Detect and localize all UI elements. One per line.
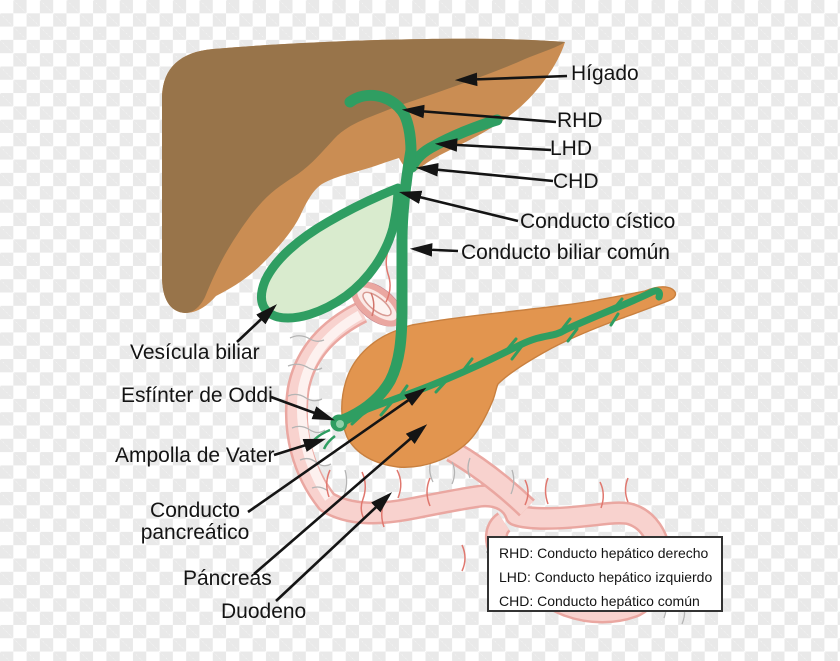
arrow-ampolla-de-vater <box>273 438 326 457</box>
label-rhd: RHD <box>557 109 603 132</box>
label-chd: CHD <box>553 170 599 193</box>
label-conducto-pancreatico: Conducto pancreático <box>140 499 250 545</box>
arrow-conducto-cistico <box>398 190 519 223</box>
label-higado: Hígado <box>571 62 639 85</box>
gallbladder-shape <box>257 183 403 323</box>
arrow-lhd <box>434 138 552 152</box>
liver-shape <box>162 38 565 314</box>
pancreas-shape <box>341 286 677 468</box>
label-esfinter-de-oddi: Esfínter de Oddi <box>121 384 273 407</box>
label-arrows <box>236 72 568 602</box>
arrow-conducto-biliar-comun <box>409 243 459 257</box>
arrow-conducto-pancreatico <box>247 387 427 514</box>
label-ampolla-de-vater: Ampolla de Vater <box>115 444 275 467</box>
arrow-duodeno <box>275 492 393 602</box>
label-duodeno: Duodeno <box>221 600 307 623</box>
label-pancreas: Páncreas <box>183 567 272 590</box>
arrow-esfinter-de-oddi <box>270 395 335 421</box>
arrow-vesicula-biliar <box>236 304 278 343</box>
legend-row-lhd: LHD: Conducto hepático izquierdo <box>499 569 713 585</box>
legend-row-rhd: RHD: Conducto hepático derecho <box>499 545 709 561</box>
arrow-rhd <box>401 104 557 124</box>
legend-row-chd: CHD: Conducto hepático común <box>499 593 700 609</box>
label-vesicula-biliar: Vesícula biliar <box>130 341 260 364</box>
arrow-chd <box>415 163 554 183</box>
label-conducto-cistico: Conducto cístico <box>520 210 676 233</box>
label-conducto-biliar-comun: Conducto biliar común <box>461 241 670 264</box>
arrow-pancreas <box>253 424 428 575</box>
arrow-higado <box>454 72 568 87</box>
legend-box: RHD: Conducto hepático derecho LHD: Cond… <box>487 536 723 612</box>
label-lhd: LHD <box>550 137 593 160</box>
